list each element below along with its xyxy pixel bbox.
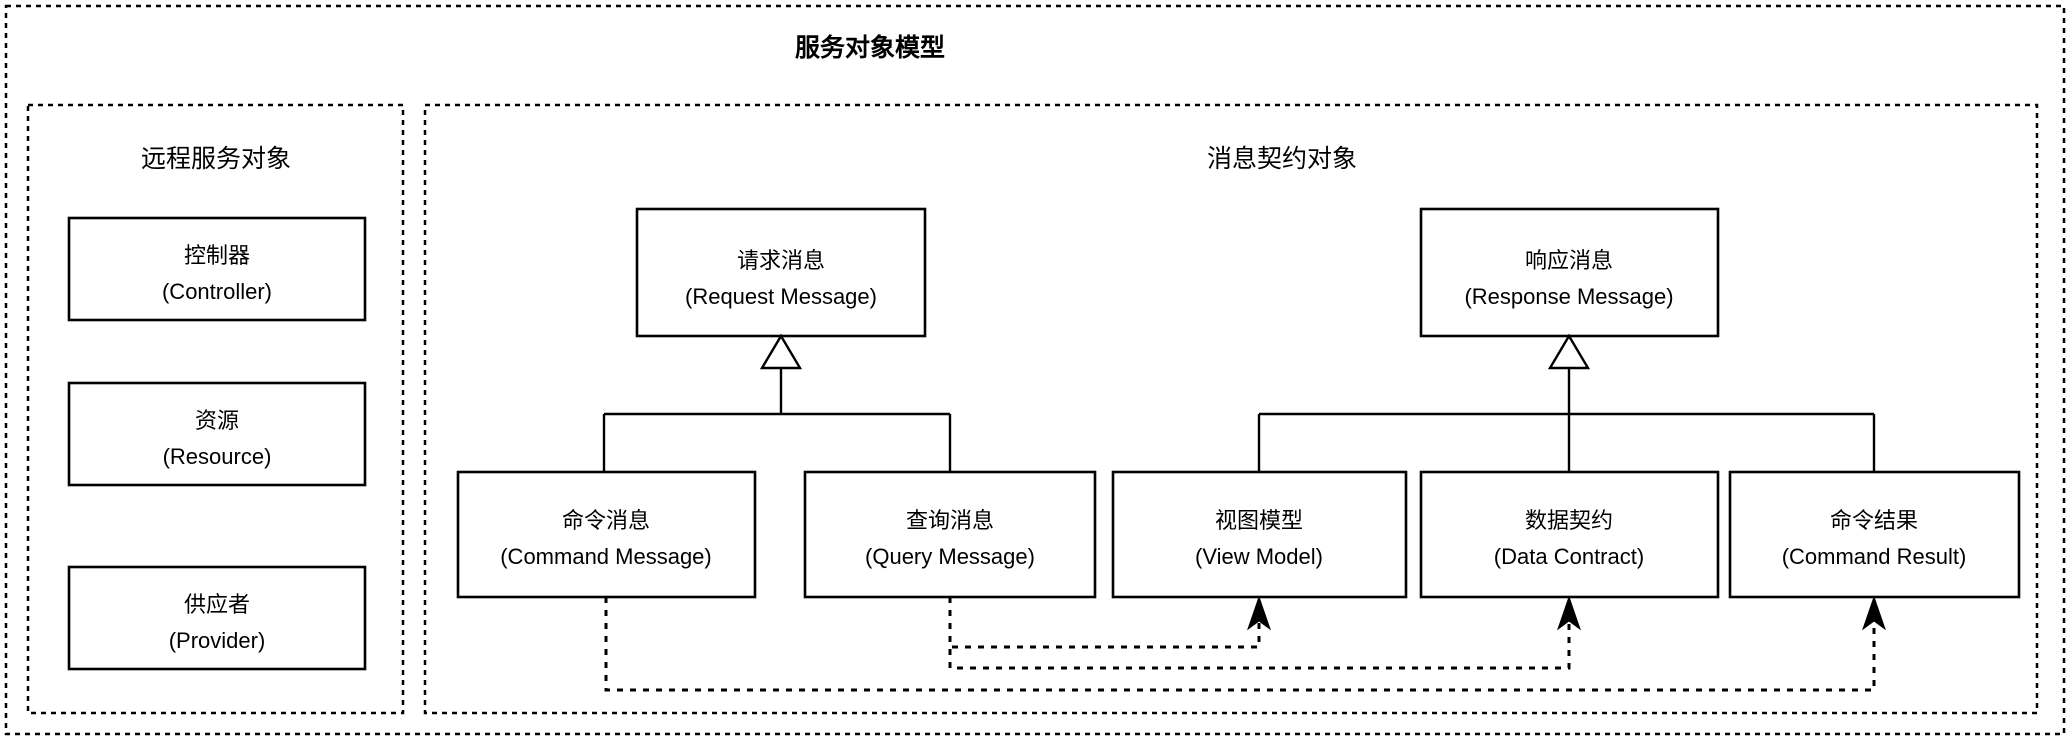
group-title-message-contract-objects: 消息契约对象 [1207,145,1357,173]
node-command-message[interactable]: 命令消息 (Command Message) [456,470,757,599]
outer-frame [4,4,2066,736]
page-title: 服务对象模型 [795,33,945,62]
node-provider-label-cn: 供应者 [184,592,250,617]
group-title-remote-service-objects: 远程服务对象 [141,145,291,173]
dependency-query-message-to-view-model [948,595,1271,649]
dependency-command-message-to-command-result [604,595,1886,692]
node-controller-label-en: (Controller) [162,279,272,304]
node-resource[interactable]: 资源 (Resource) [67,381,367,487]
node-response-message[interactable]: 响应消息 (Response Message) [1419,207,1720,338]
node-resource-label-en: (Resource) [163,444,272,469]
node-provider[interactable]: 供应者 (Provider) [67,565,367,671]
node-response-message-label-cn: 响应消息 [1525,248,1613,273]
inheritance-request-message [602,333,952,472]
dependency-query-message-to-data-contract [948,595,1581,670]
node-request-message-label-en: (Request Message) [685,284,877,309]
node-response-message-label-en: (Response Message) [1464,284,1673,309]
node-command-result-label-cn: 命令结果 [1830,508,1918,533]
node-request-message-label-cn: 请求消息 [737,248,825,273]
node-command-message-label-cn: 命令消息 [562,508,650,533]
node-command-message-label-en: (Command Message) [500,544,712,569]
node-view-model-label-cn: 视图模型 [1215,508,1303,533]
node-command-result[interactable]: 命令结果 (Command Result) [1728,470,2021,599]
group-frame-remote-service-objects [26,103,405,715]
inheritance-response-message [1257,333,1876,472]
node-data-contract-label-en: (Data Contract) [1494,544,1644,569]
node-query-message[interactable]: 查询消息 (Query Message) [803,470,1097,599]
node-controller-label-cn: 控制器 [184,243,250,268]
node-data-contract-label-cn: 数据契约 [1525,508,1613,533]
node-controller[interactable]: 控制器 (Controller) [67,216,367,322]
node-view-model[interactable]: 视图模型 (View Model) [1111,470,1408,599]
group-frame-message-contract-objects [423,103,2039,715]
node-resource-label-cn: 资源 [195,408,239,433]
node-request-message[interactable]: 请求消息 (Request Message) [635,207,927,338]
node-query-message-label-cn: 查询消息 [906,508,994,533]
node-view-model-label-en: (View Model) [1195,544,1323,569]
node-provider-label-en: (Provider) [169,628,266,653]
node-query-message-label-en: (Query Message) [865,544,1035,569]
node-data-contract[interactable]: 数据契约 (Data Contract) [1419,470,1720,599]
node-command-result-label-en: (Command Result) [1782,544,1967,569]
